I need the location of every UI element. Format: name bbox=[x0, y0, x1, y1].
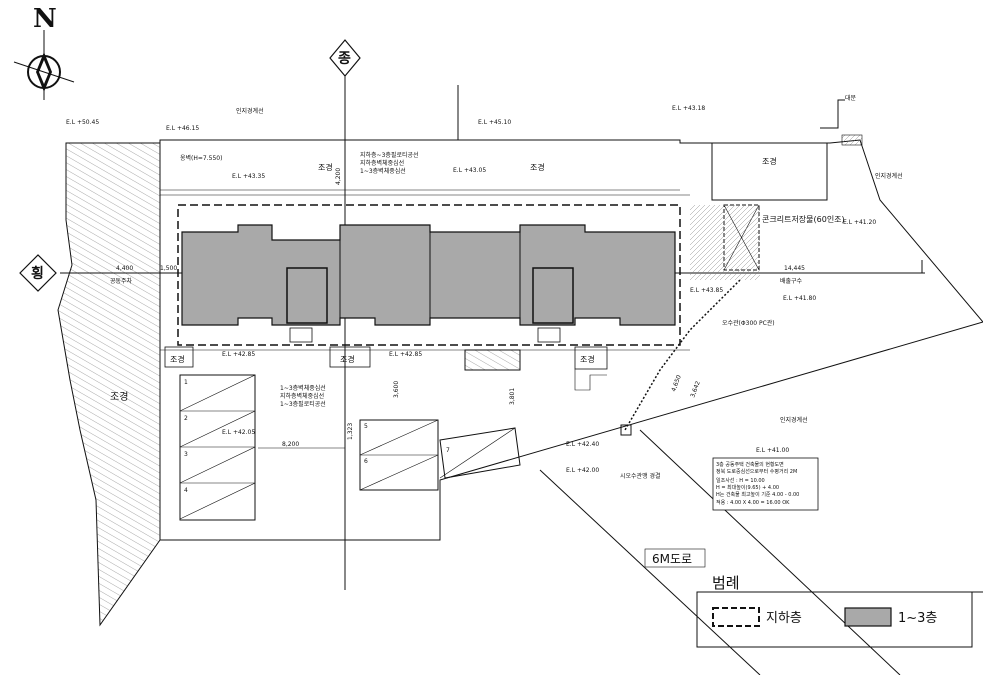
road-label: 6M도로 bbox=[652, 552, 692, 566]
concrete-tank bbox=[690, 204, 760, 280]
elevation-labels: E.L +50.45 E.L +46.15 E.L +45.10 E.L +43… bbox=[66, 105, 876, 474]
core-right bbox=[532, 267, 574, 324]
dim-1323: 1,323 bbox=[347, 423, 354, 440]
entrance-right bbox=[537, 327, 561, 343]
retaining-wall-label: 옹벽(H=7.550) bbox=[180, 154, 222, 162]
info-box: 3층 공동주택 건축물의 현황도면 정북 도로중심선으로부터 수평거리 2M 일… bbox=[712, 457, 819, 511]
el-label-3: E.L +45.10 bbox=[478, 119, 511, 126]
dim-3600: 3,600 bbox=[393, 381, 400, 398]
corner-label: 대문 bbox=[845, 94, 857, 102]
legend-basement-swatch bbox=[712, 607, 760, 627]
north-arrow: N bbox=[13, 4, 75, 100]
stairs bbox=[464, 349, 521, 371]
info-line-2: 정북 도로중심선으로부터 수평거리 2M bbox=[716, 468, 797, 475]
el-label-15: E.L +41.00 bbox=[756, 447, 789, 454]
parking-6: 6 bbox=[364, 458, 368, 465]
dim-8200: 8,200 bbox=[282, 441, 299, 448]
entrance-left bbox=[289, 327, 313, 343]
manhole bbox=[620, 424, 632, 436]
mid-legend-2: 지하층벽체중심선 bbox=[280, 392, 324, 400]
landscape-5: 조경 bbox=[340, 354, 355, 364]
landscape-2: 조경 bbox=[530, 162, 545, 172]
dim-4650: 4,650 bbox=[670, 374, 683, 393]
text-annotations: 인지경계선 인지경계선 인지경계선 옹벽(H=7.550) 지하층~3층필로티공… bbox=[110, 107, 903, 480]
el-label-2: E.L +46.15 bbox=[166, 125, 199, 132]
road-label-box bbox=[644, 548, 706, 568]
core-left bbox=[286, 267, 328, 324]
legend: 범례 지하층 1~3층 bbox=[696, 574, 983, 648]
el-label-5: E.L +43.35 bbox=[232, 173, 265, 180]
lower-landscape: 조경 조경 조경 bbox=[164, 346, 608, 391]
parking-4: 4 bbox=[184, 487, 188, 494]
sewer-label: 오수관(Φ300 PC관) bbox=[722, 319, 775, 327]
parking-2: 2 bbox=[184, 415, 188, 422]
boundary-low-label: 인지경계선 bbox=[780, 416, 808, 424]
basement-outline bbox=[177, 204, 681, 346]
top-legend-3: 1~3층벽체중심선 bbox=[360, 167, 406, 175]
building-mass bbox=[181, 224, 676, 326]
dim-1500: 1,500 bbox=[160, 265, 177, 272]
manhole-label: 시오수관맹 경결 bbox=[620, 472, 661, 480]
el-label-13: E.L +42.40 bbox=[566, 441, 599, 448]
el-label-11: E.L +42.85 bbox=[389, 351, 422, 358]
el-label-14: E.L +42.00 bbox=[566, 467, 599, 474]
landscape-1: 조경 bbox=[318, 162, 333, 172]
north-label: N bbox=[33, 4, 57, 34]
dim-3801: 3,801 bbox=[509, 388, 516, 405]
info-line-1: 3층 공동주택 건축물의 현황도면 bbox=[716, 461, 784, 468]
el-label-9: E.L +41.80 bbox=[783, 295, 816, 302]
landscape-3: 조경 bbox=[762, 156, 777, 166]
info-line-3: 일조사선 : H = 10.00 bbox=[716, 477, 765, 484]
landscape-6: 조경 bbox=[580, 354, 595, 364]
legend-basement-label: 지하층 bbox=[766, 611, 802, 626]
parking-right: 7 bbox=[439, 427, 521, 479]
info-line-6: 적용 : 4.00 X 4.00 = 16.00 OK bbox=[716, 499, 790, 506]
el-label-7: E.L +41.20 bbox=[843, 219, 876, 226]
info-line-5: H는 건축물 최고높이 기준 4.00 - 0.00 bbox=[716, 491, 799, 498]
top-legend-2: 지하층벽체중심선 bbox=[360, 159, 404, 167]
slope-area bbox=[57, 142, 161, 627]
el-label-12: E.L +42.05 bbox=[222, 429, 255, 436]
legend-floors-swatch bbox=[844, 607, 892, 627]
el-label-1: E.L +50.45 bbox=[66, 119, 99, 126]
parking-7: 7 bbox=[446, 447, 450, 454]
parking-3: 3 bbox=[184, 451, 188, 458]
site-boundary bbox=[66, 139, 983, 541]
vertical-axis: 종 bbox=[329, 39, 361, 590]
el-label-10: E.L +42.85 bbox=[222, 351, 255, 358]
el-label-8: E.L +43.05 bbox=[453, 167, 486, 174]
boundary-top-label: 인지경계선 bbox=[236, 107, 264, 115]
top-legend-1: 지하층~3층필로티공선 bbox=[360, 151, 419, 159]
info-line-4: H = 최대높이(9.65) + 4.00 bbox=[716, 484, 779, 491]
mid-legend-1: 1~3층벽체중심선 bbox=[280, 384, 326, 392]
horizontal-axis-label: 횡 bbox=[31, 265, 44, 282]
dimensions: 4,200 1,500 4,400 14,445 8,200 3,600 3,8… bbox=[116, 168, 805, 449]
el-label-6: E.L +43.85 bbox=[690, 287, 723, 294]
vertical-axis-label: 종 bbox=[338, 51, 351, 67]
mid-legend-3: 1~3층필로티공선 bbox=[280, 400, 326, 408]
legend-title: 범례 bbox=[712, 574, 740, 592]
parking-1: 1 bbox=[184, 379, 188, 386]
dim-3642: 3,642 bbox=[689, 380, 702, 399]
tank-label: 콘크리트저장물(60인조) bbox=[762, 214, 845, 224]
corner-gate bbox=[820, 99, 845, 129]
unit-dividers bbox=[339, 225, 521, 325]
parking-5: 5 bbox=[364, 423, 368, 430]
dim-4200: 4,200 bbox=[335, 168, 342, 185]
landscape-left-label: 조경 bbox=[110, 390, 128, 403]
dim-4400: 4,400 bbox=[116, 265, 133, 272]
gate-text: 배출구수 bbox=[780, 277, 803, 285]
el-label-4: E.L +43.18 bbox=[672, 105, 705, 112]
legend-floors-label: 1~3층 bbox=[898, 611, 937, 626]
left-small-label: 공동주차 bbox=[110, 277, 133, 285]
parking-left: 1 2 3 4 bbox=[179, 374, 256, 521]
dim-1445: 14,445 bbox=[784, 265, 805, 272]
landscape-4: 조경 bbox=[170, 354, 185, 364]
landscape-box-upper bbox=[711, 142, 828, 201]
boundary-right-label: 인지경계선 bbox=[875, 172, 903, 180]
parking-center: 5 6 bbox=[359, 419, 439, 491]
